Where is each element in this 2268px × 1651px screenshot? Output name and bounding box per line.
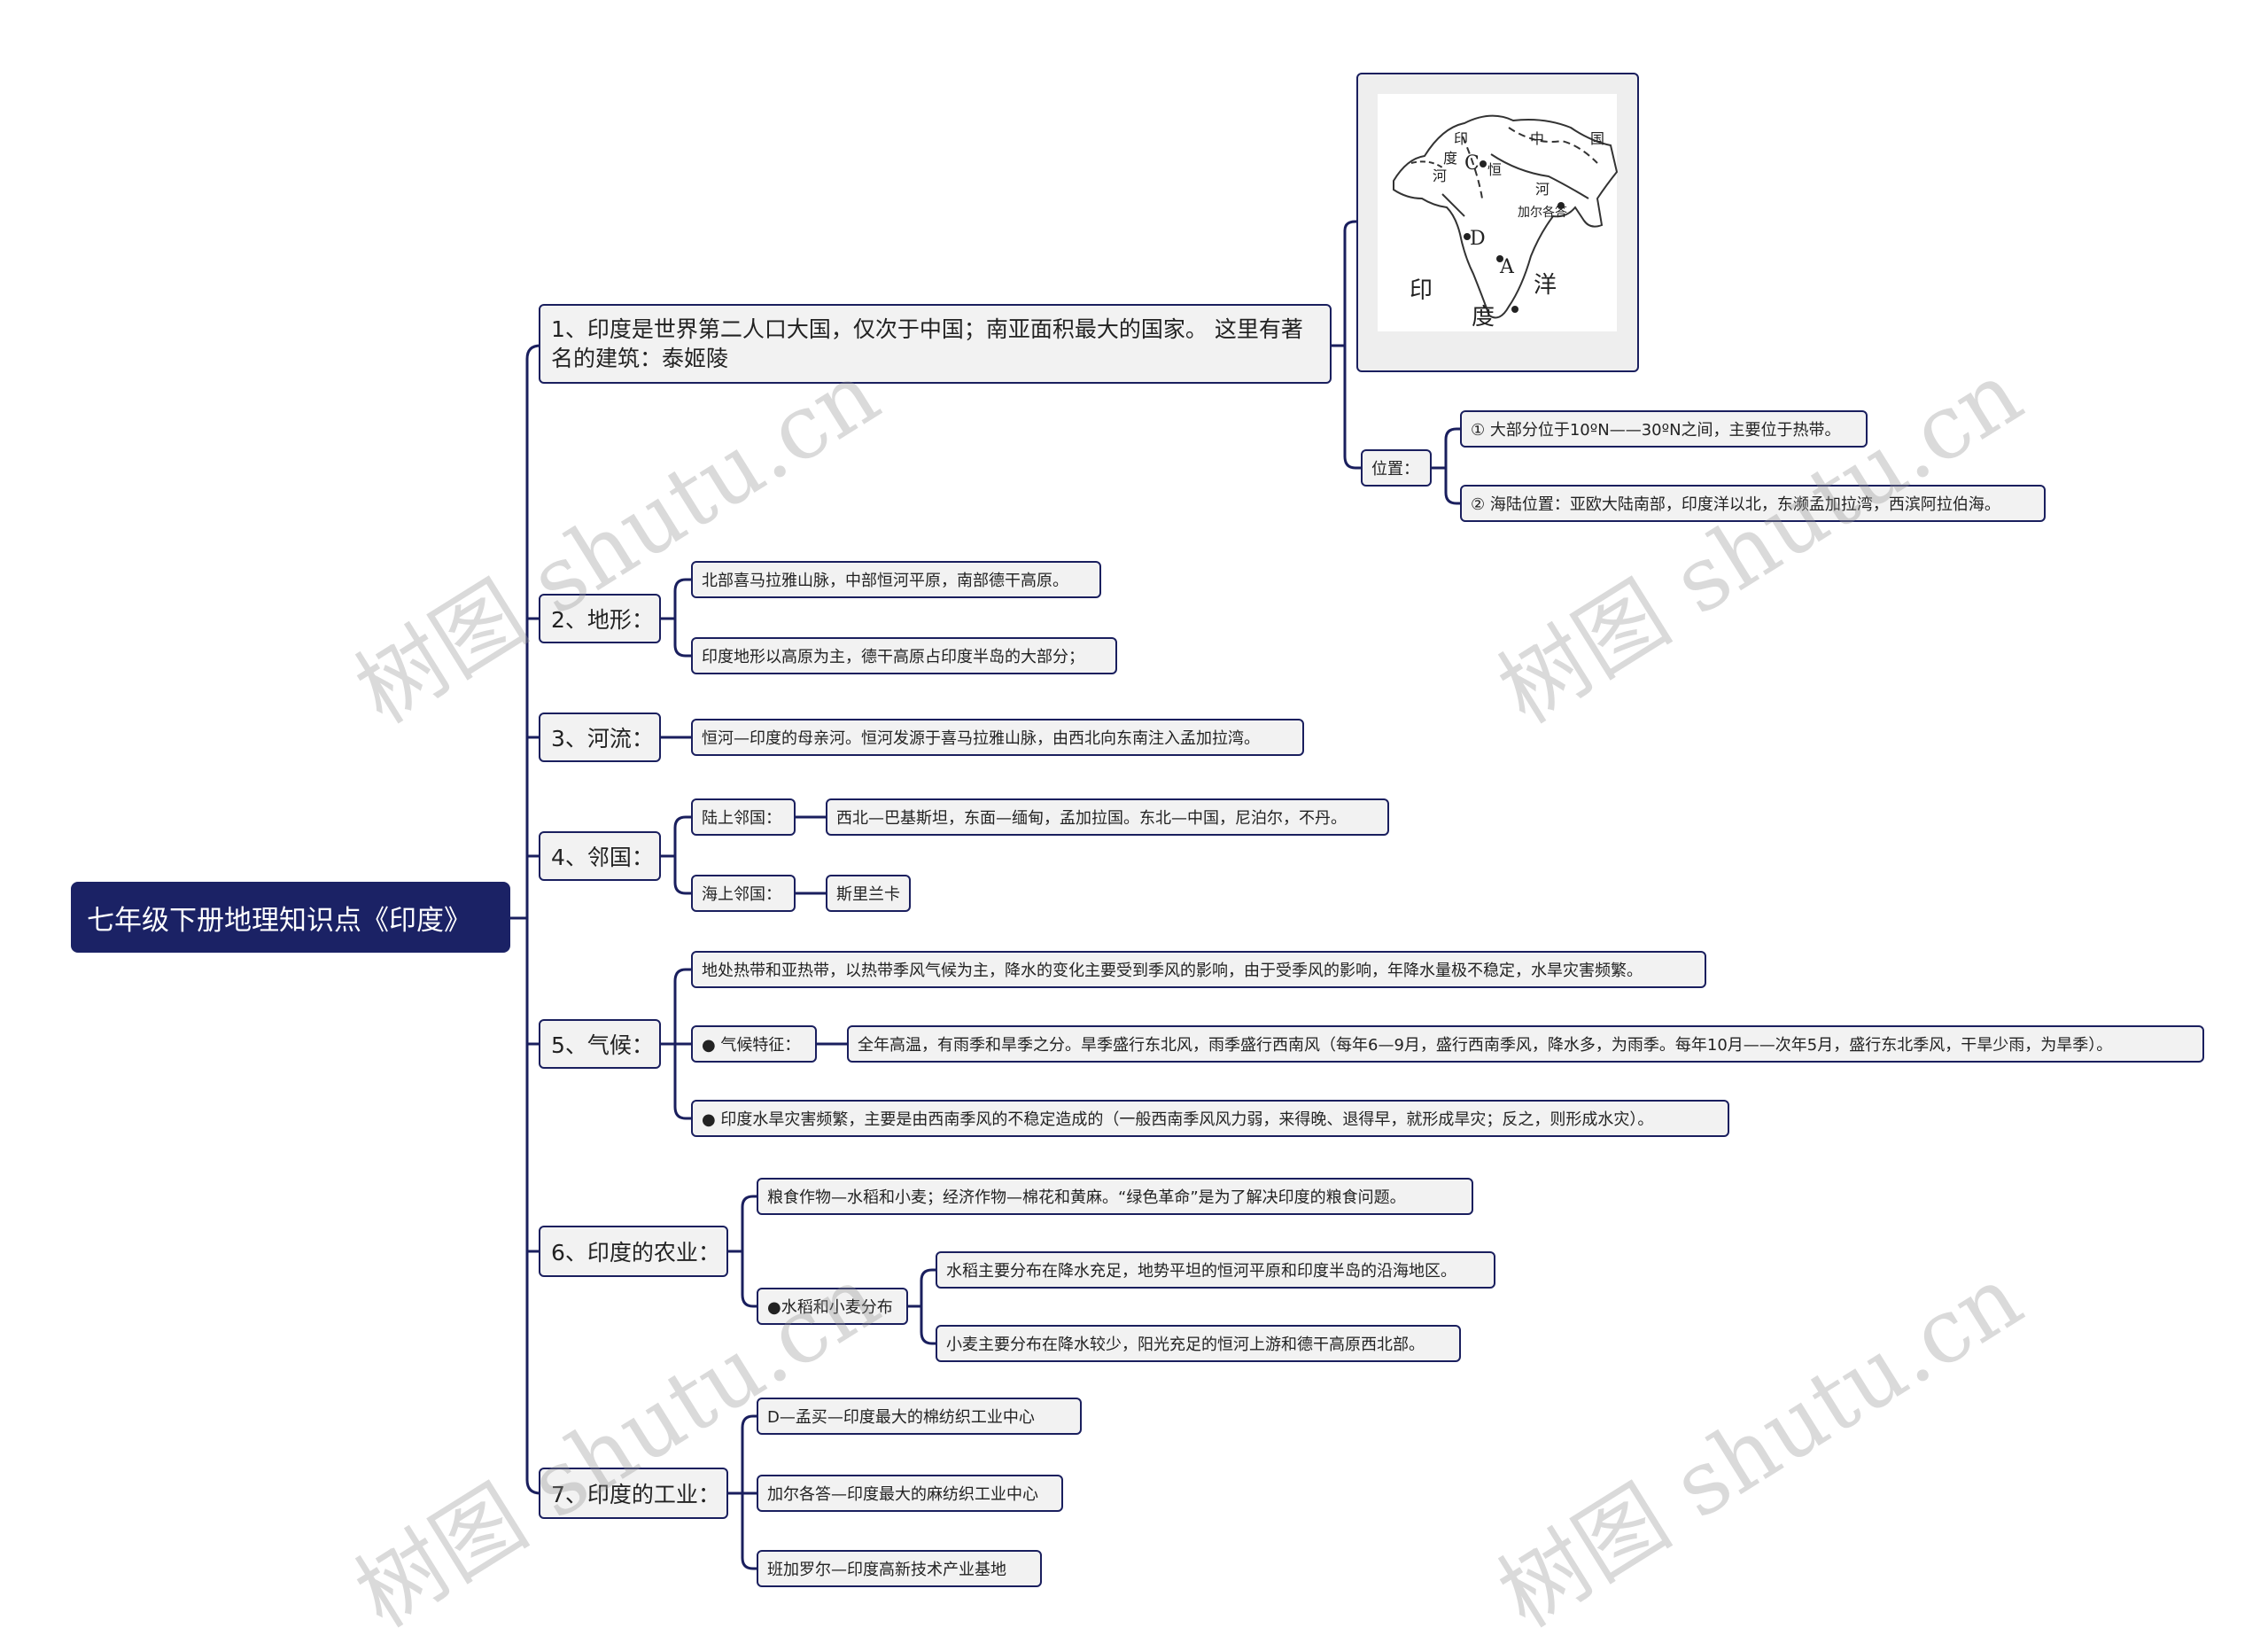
map-label: 度 bbox=[1443, 150, 1457, 167]
sea-neighbors-value: 斯里兰卡 bbox=[836, 885, 900, 904]
crop-distribution-node[interactable]: ●水稻和小麦分布 bbox=[757, 1288, 908, 1325]
branch-industry-node[interactable]: 7、印度的工业： bbox=[539, 1468, 728, 1519]
position-sea-land-text: ② 海陆位置：亚欧大陆南部，印度洋以北，东濒孟加拉湾，西滨阿拉伯海。 bbox=[1471, 495, 2000, 514]
map-label: 国 bbox=[1590, 130, 1604, 147]
climate-item-node[interactable]: ● 印度水旱灾害频繁，主要是由西南季风的不稳定造成的（一般西南季风风力弱，来得晚… bbox=[691, 1100, 1729, 1137]
position-label: 位置： bbox=[1371, 460, 1419, 479]
position-node[interactable]: 位置： bbox=[1361, 449, 1432, 487]
climate-item-text: 地处热带和亚热带，以热带季风气候为主，降水的变化主要受到季风的影响，由于受季风的… bbox=[702, 962, 1643, 980]
branch-agriculture-node[interactable]: 6、印度的农业： bbox=[539, 1226, 728, 1277]
map-label: D bbox=[1470, 228, 1486, 250]
map-label: 度 bbox=[1472, 304, 1495, 331]
climate-feature-value: 全年高温，有雨季和旱季之分。旱季盛行东北风，雨季盛行西南风（每年6—9月，盛行西… bbox=[858, 1036, 2113, 1055]
map-label: 中 bbox=[1530, 130, 1544, 147]
map-label: 洋 bbox=[1534, 272, 1557, 299]
river-item-text: 恒河—印度的母亲河。恒河发源于喜马拉雅山脉，由西北向东南注入孟加拉湾。 bbox=[702, 729, 1260, 748]
map-label: A bbox=[1499, 256, 1515, 278]
crop-distribution-label: ●水稻和小麦分布 bbox=[767, 1298, 893, 1317]
map-label: 印 bbox=[1410, 277, 1433, 304]
industry-item-text: 加尔各答—印度最大的麻纺织工业中心 bbox=[767, 1485, 1038, 1504]
sea-neighbors-label: 海上邻国： bbox=[702, 885, 781, 904]
position-latitude-text: ① 大部分位于10ºN——30ºN之间，主要位于热带。 bbox=[1471, 421, 1841, 440]
root-label: 七年级下册地理知识点《印度》 bbox=[87, 904, 471, 937]
map-label: 加尔各答 bbox=[1518, 205, 1567, 220]
climate-item-node[interactable]: 地处热带和亚热带，以热带季风气候为主，降水的变化主要受到季风的影响，由于受季风的… bbox=[691, 951, 1706, 988]
industry-item-node[interactable]: 班加罗尔—印度高新技术产业基地 bbox=[757, 1550, 1042, 1587]
position-latitude-node[interactable]: ① 大部分位于10ºN——30ºN之间，主要位于热带。 bbox=[1460, 410, 1868, 448]
land-neighbors-label: 陆上邻国： bbox=[702, 809, 781, 828]
river-item-node[interactable]: 恒河—印度的母亲河。恒河发源于喜马拉雅山脉，由西北向东南注入孟加拉湾。 bbox=[691, 719, 1304, 756]
map-label: 河 bbox=[1535, 181, 1550, 198]
map-label: 河 bbox=[1433, 167, 1447, 184]
terrain-item-text: 北部喜马拉雅山脉，中部恒河平原，南部德干高原。 bbox=[702, 572, 1068, 590]
branch-terrain-node[interactable]: 2、地形： bbox=[539, 594, 661, 643]
terrain-item-text: 印度地形以高原为主，德干高原占印度半岛的大部分； bbox=[702, 648, 1084, 666]
map-label: C bbox=[1464, 152, 1480, 175]
branch-river-node[interactable]: 3、河流： bbox=[539, 713, 661, 762]
branch-river-label: 3、河流： bbox=[551, 726, 654, 752]
map-label: 印 bbox=[1454, 130, 1468, 147]
branch-terrain-label: 2、地形： bbox=[551, 607, 654, 633]
climate-feature-value-node[interactable]: 全年高温，有雨季和旱季之分。旱季盛行东北风，雨季盛行西南风（每年6—9月，盛行西… bbox=[847, 1025, 2204, 1063]
branch-industry-label: 7、印度的工业： bbox=[551, 1482, 720, 1507]
branch-neighbors-label: 4、邻国： bbox=[551, 845, 654, 870]
land-neighbors-value-node[interactable]: 西北—巴基斯坦，东面—缅甸，孟加拉国。东北—中国，尼泊尔，不丹。 bbox=[826, 798, 1389, 836]
branch-neighbors-node[interactable]: 4、邻国： bbox=[539, 831, 661, 881]
map-label: 恒 bbox=[1487, 161, 1502, 178]
branch-climate-node[interactable]: 5、气候： bbox=[539, 1019, 661, 1069]
rice-distribution-node[interactable]: 水稻主要分布在降水充足，地势平坦的恒河平原和印度半岛的沿海地区。 bbox=[936, 1251, 1495, 1289]
rice-distribution-text: 水稻主要分布在降水充足，地势平坦的恒河平原和印度半岛的沿海地区。 bbox=[946, 1262, 1456, 1281]
india-map-image: 印 度 河 C 恒 中 国 河 加尔各答 D A 印 洋 度 bbox=[1356, 73, 1639, 372]
industry-item-node[interactable]: 加尔各答—印度最大的麻纺织工业中心 bbox=[757, 1475, 1063, 1512]
branch-population-node[interactable]: 1、印度是世界第二人口大国，仅次于中国；南亚面积最大的国家。 这里有著名的建筑：… bbox=[539, 304, 1332, 384]
agriculture-item-text: 粮食作物—水稻和小麦；经济作物—棉花和黄麻。“绿色革命”是为了解决印度的粮食问题… bbox=[767, 1188, 1406, 1207]
branch-population-label: 1、印度是世界第二人口大国，仅次于中国；南亚面积最大的国家。 这里有著名的建筑：… bbox=[551, 316, 1303, 371]
terrain-item-node[interactable]: 北部喜马拉雅山脉，中部恒河平原，南部德干高原。 bbox=[691, 561, 1101, 598]
industry-item-node[interactable]: D—孟买—印度最大的棉纺织工业中心 bbox=[757, 1398, 1082, 1435]
industry-item-text: D—孟买—印度最大的棉纺织工业中心 bbox=[767, 1408, 1035, 1427]
root-node[interactable]: 七年级下册地理知识点《印度》 bbox=[71, 882, 510, 953]
branch-agriculture-label: 6、印度的农业： bbox=[551, 1240, 720, 1266]
land-neighbors-value: 西北—巴基斯坦，东面—缅甸，孟加拉国。东北—中国，尼泊尔，不丹。 bbox=[836, 809, 1347, 828]
wheat-distribution-node[interactable]: 小麦主要分布在降水较少，阳光充足的恒河上游和德干高原西北部。 bbox=[936, 1325, 1461, 1362]
climate-item-text: ● 印度水旱灾害频繁，主要是由西南季风的不稳定造成的（一般西南季风风力弱，来得晚… bbox=[702, 1110, 1654, 1129]
agriculture-item-node[interactable]: 粮食作物—水稻和小麦；经济作物—棉花和黄麻。“绿色革命”是为了解决印度的粮食问题… bbox=[757, 1178, 1473, 1215]
wheat-distribution-text: 小麦主要分布在降水较少，阳光充足的恒河上游和德干高原西北部。 bbox=[946, 1336, 1425, 1354]
industry-item-text: 班加罗尔—印度高新技术产业基地 bbox=[767, 1561, 1006, 1579]
branch-climate-label: 5、气候： bbox=[551, 1032, 654, 1058]
sea-neighbors-node[interactable]: 海上邻国： bbox=[691, 875, 796, 912]
climate-feature-node[interactable]: ● 气候特征： bbox=[691, 1025, 817, 1063]
india-map: 印 度 河 C 恒 中 国 河 加尔各答 D A 印 洋 度 bbox=[1378, 94, 1619, 331]
sea-neighbors-value-node[interactable]: 斯里兰卡 bbox=[826, 875, 911, 912]
climate-feature-label: ● 气候特征： bbox=[702, 1036, 801, 1055]
position-sea-land-node[interactable]: ② 海陆位置：亚欧大陆南部，印度洋以北，东濒孟加拉湾，西滨阿拉伯海。 bbox=[1460, 485, 2046, 522]
land-neighbors-node[interactable]: 陆上邻国： bbox=[691, 798, 796, 836]
terrain-item-node[interactable]: 印度地形以高原为主，德干高原占印度半岛的大部分； bbox=[691, 637, 1117, 674]
